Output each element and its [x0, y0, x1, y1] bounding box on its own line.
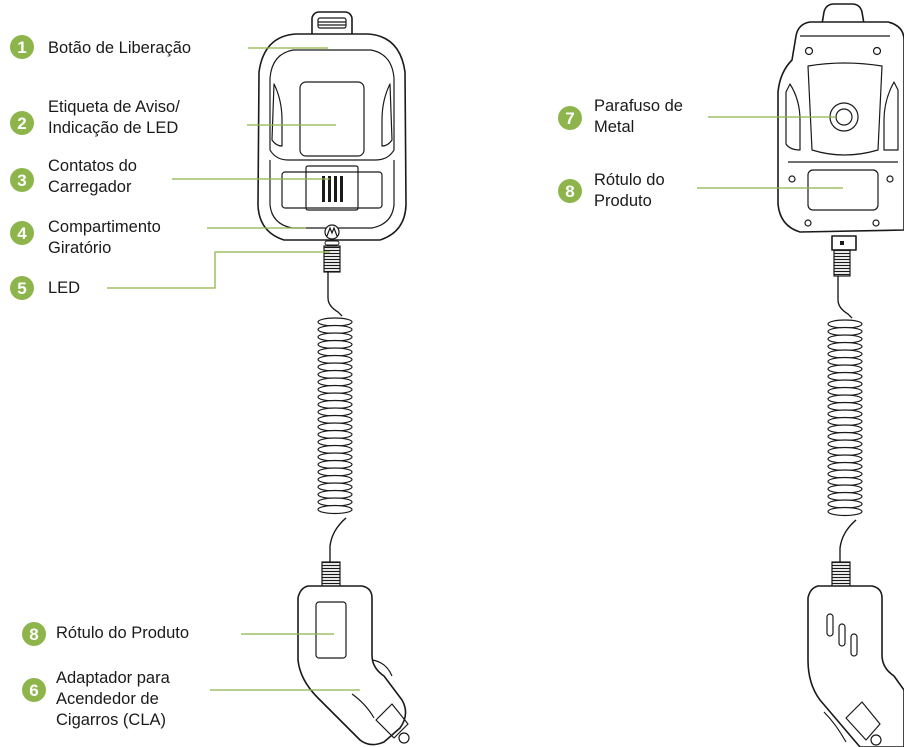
callout-leaders — [107, 47, 843, 691]
product-label-back — [807, 169, 879, 211]
callout-badge: 3 — [10, 168, 34, 192]
svg-text:5: 5 — [17, 279, 26, 298]
callout-badge: 7 — [558, 106, 582, 130]
label-metal-screw: Parafuso de Metal — [594, 97, 683, 136]
svg-text:4: 4 — [17, 224, 27, 243]
product-label-front — [315, 601, 347, 659]
callout-badge: 5 — [10, 276, 34, 300]
label-product-label-front: Rótulo do Produto — [56, 624, 190, 642]
callout-badge: 6 — [22, 678, 46, 702]
svg-text:1: 1 — [17, 38, 26, 57]
svg-text:3: 3 — [17, 171, 26, 190]
led-indicator — [324, 240, 340, 246]
front-pocket-body — [257, 33, 407, 246]
label-warning-led: Etiqueta de Aviso/ Indicação de LED — [48, 98, 180, 137]
callout-badge: 8 — [558, 179, 582, 203]
back-coiled-cable — [827, 249, 863, 589]
back-view — [777, 3, 904, 747]
svg-text:8: 8 — [29, 625, 38, 644]
callout-badge: 8 — [22, 622, 46, 646]
label-cla-adapter: Adaptador para Acendedor de Cigarros (CL… — [56, 669, 170, 729]
svg-text:8: 8 — [565, 182, 574, 201]
front-cla-plug — [297, 585, 410, 746]
label-charger-contacts: Contatos do Carregador — [48, 157, 137, 196]
leader-led — [107, 251, 330, 289]
charger-contacts — [322, 176, 343, 202]
callout-badge: 1 — [10, 35, 34, 59]
label-product-label-back: Rótulo do Produto — [594, 171, 665, 210]
label-led: LED — [48, 279, 81, 297]
label-release-button: Botão de Liberação — [48, 39, 192, 57]
svg-text:6: 6 — [29, 681, 38, 700]
callout-badge: 4 — [10, 221, 34, 245]
motorola-logo-icon — [324, 224, 340, 240]
back-cla-plug — [807, 585, 904, 747]
svg-text:2: 2 — [17, 114, 26, 133]
label-swivel-housing: Compartimento Giratório — [48, 218, 161, 257]
callout-badge: 2 — [10, 111, 34, 135]
front-view — [257, 11, 410, 746]
svg-text:7: 7 — [565, 109, 574, 128]
callout-badges: 1 2 3 4 5 7 8 8 6 — [10, 35, 582, 702]
front-coiled-cable — [317, 245, 353, 589]
